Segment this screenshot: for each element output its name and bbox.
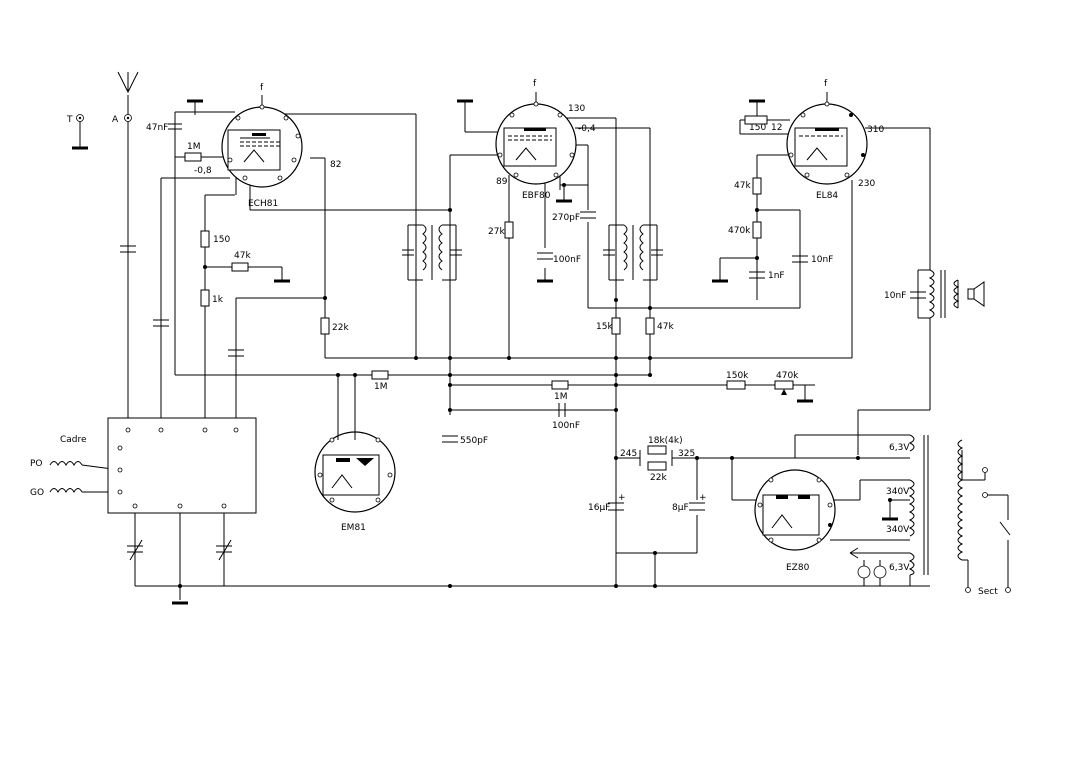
- label-150-b: 150: [749, 123, 766, 133]
- label-f2: f: [533, 79, 537, 89]
- cap-trim-po: [127, 539, 143, 561]
- label-18k: 18k(4k): [648, 436, 683, 446]
- label-T: T: [66, 115, 73, 125]
- resistors: [184, 115, 813, 471]
- tube-ebf80: [495, 92, 577, 185]
- label-12: 12: [771, 123, 782, 133]
- labels: ECH81 EBF80 EL84 EM81 EZ80 f f f T A 47n…: [30, 79, 998, 597]
- label-100nF-a: 100nF: [553, 255, 581, 265]
- label-f3: f: [824, 79, 828, 89]
- label-130: 130: [568, 104, 585, 114]
- junctions: [126, 116, 892, 588]
- label-1M-b: 1M: [374, 382, 388, 392]
- label-150-a: 150: [213, 235, 230, 245]
- tube-ez80: [754, 469, 836, 551]
- label-pot470k: 470k: [776, 371, 799, 381]
- cap-1nF: [749, 271, 765, 279]
- terminals: [76, 114, 1011, 593]
- coils: [49, 269, 985, 576]
- label-22k-b: 22k: [650, 473, 667, 483]
- label-A: A: [112, 115, 119, 125]
- cap-10nF-a: [792, 255, 808, 263]
- label-1k: 1k: [212, 295, 224, 305]
- cap-47nF: [168, 123, 182, 130]
- label-470k: 470k: [728, 226, 751, 236]
- label-47nF: 47nF: [146, 123, 168, 133]
- tube-label-ebf80: EBF80: [522, 191, 551, 201]
- label-100nF-b: 100nF: [552, 421, 580, 431]
- label-1nF: 1nF: [768, 271, 785, 281]
- cap-10nF-b: [910, 291, 926, 299]
- tube-em81: [314, 412, 396, 513]
- cap-100nF-b: [558, 403, 566, 417]
- label-270pF: 270pF: [552, 213, 580, 223]
- cap-16uF: +: [608, 493, 626, 511]
- tube-label-ech81: ECH81: [248, 199, 278, 209]
- if-transformers: [402, 224, 663, 281]
- tube-label-ez80: EZ80: [786, 563, 810, 573]
- cap-8uF: +: [689, 493, 707, 511]
- svg-text:+: +: [618, 493, 626, 503]
- cap-550pF: [442, 435, 458, 443]
- wiring: [72, 71, 1011, 605]
- label-po: PO: [30, 459, 43, 469]
- label-550pF: 550pF: [460, 436, 488, 446]
- label-10nF-b: 10nF: [884, 291, 906, 301]
- label-8uF: 8µF: [672, 503, 689, 513]
- cap-antenna: [120, 245, 136, 253]
- svg-text:+: +: [699, 493, 707, 503]
- label-cadre: Cadre: [60, 435, 87, 445]
- label-230: 230: [858, 179, 875, 189]
- label-310: 310: [867, 125, 884, 135]
- tube-ech81: [221, 95, 303, 188]
- tube-label-em81: EM81: [341, 523, 366, 533]
- cap-100nF-a: [537, 252, 553, 260]
- label-82: 82: [330, 160, 341, 170]
- label-63V-a: 6,3V: [889, 443, 910, 453]
- label-1M-c: 1M: [554, 392, 568, 402]
- label-10nF-a: 10nF: [811, 255, 833, 265]
- label-89: 89: [496, 177, 508, 187]
- label-m04: -0,4: [578, 124, 596, 134]
- label-325: 325: [678, 449, 695, 459]
- if1: [402, 224, 462, 281]
- label-245: 245: [620, 449, 637, 459]
- label-22k-a: 22k: [332, 323, 349, 333]
- label-15k: 15k: [596, 322, 613, 332]
- label-340V-a: 340V: [886, 487, 910, 497]
- cap-270pF: [580, 211, 596, 219]
- label-16uF: 16µF: [588, 503, 610, 513]
- label-47k-b: 47k: [734, 181, 751, 191]
- cap-236: [228, 349, 244, 357]
- label-sect: Sect: [978, 587, 998, 597]
- label-150k: 150k: [726, 371, 749, 381]
- capacitors: + +: [120, 123, 926, 561]
- cadre-box: [107, 417, 257, 514]
- if2: [603, 224, 663, 281]
- label-m08: -0,8: [194, 166, 212, 176]
- label-47k-a: 47k: [234, 251, 251, 261]
- label-f1: f: [260, 83, 264, 93]
- tube-label-el84: EL84: [816, 191, 838, 201]
- label-1M-a: 1M: [187, 142, 201, 152]
- label-27k: 27k: [488, 227, 505, 237]
- cap-trim-go: [216, 539, 232, 561]
- label-47k-c: 47k: [657, 322, 674, 332]
- cap-161: [153, 319, 169, 327]
- label-340V-b: 340V: [886, 525, 910, 535]
- tube-el84: [786, 92, 868, 185]
- label-go: GO: [30, 488, 44, 498]
- label-63V-b: 6,3V: [889, 563, 910, 573]
